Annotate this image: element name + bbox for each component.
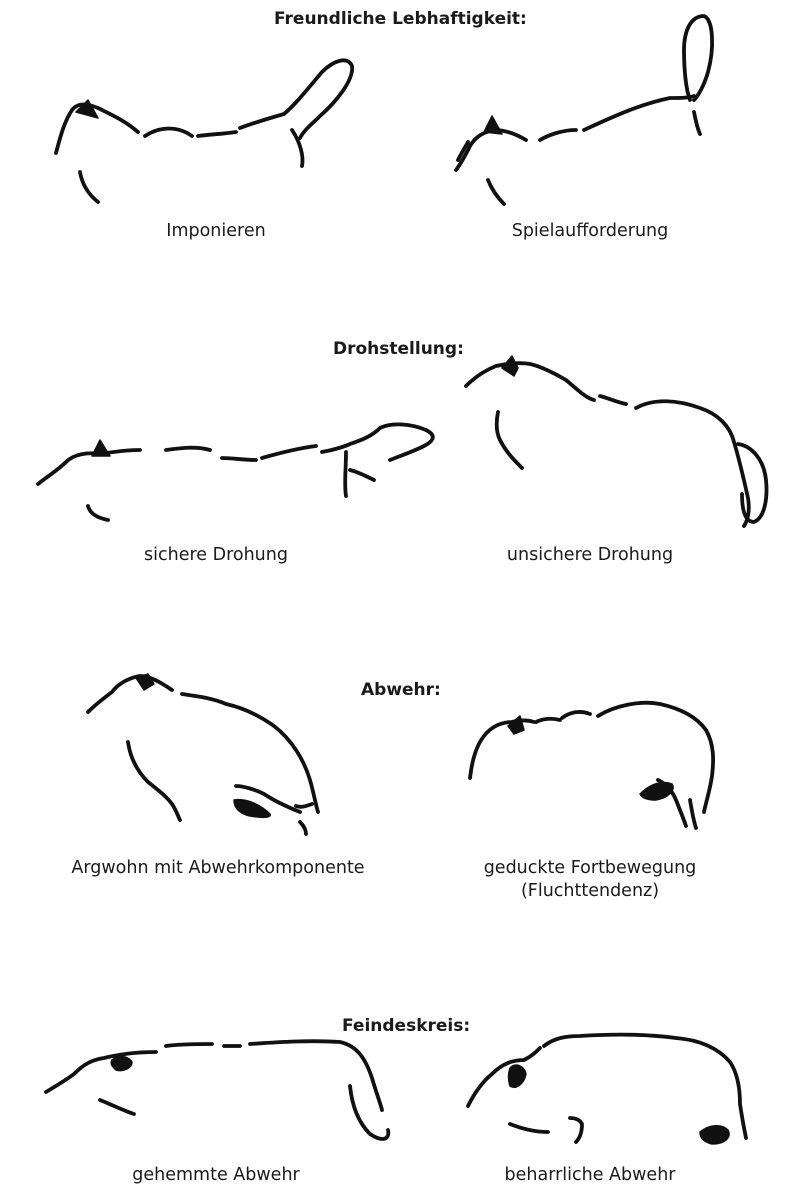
caption-imponieren: Imponieren bbox=[166, 221, 266, 241]
caption-gehemmte-abwehr: gehemmte Abwehr bbox=[132, 1165, 300, 1185]
section-heading-enemy-circle: Feindeskreis: bbox=[342, 1016, 471, 1036]
caption-beharrliche-abwehr: beharrliche Abwehr bbox=[504, 1165, 676, 1185]
section-heading-friendly-liveliness: Freundliche Lebhaftigkeit: bbox=[274, 9, 527, 29]
caption-unsichere-drohung: unsichere Drohung bbox=[506, 545, 674, 565]
caption-geduckte-fortbewegung-line1: geduckte Fortbewegung bbox=[483, 858, 697, 878]
caption-argwohn: Argwohn mit Abwehrkomponente bbox=[71, 858, 365, 878]
caption-geduckte-fortbewegung-line2: (Fluchttendenz) bbox=[520, 881, 660, 901]
section-heading-defense: Abwehr: bbox=[361, 680, 441, 700]
caption-sichere-drohung: sichere Drohung bbox=[144, 545, 288, 565]
caption-spielaufforderung: Spielaufforderung bbox=[511, 221, 669, 241]
section-heading-threat-posture: Drohstellung: bbox=[333, 339, 464, 359]
caption-geduckte-fortbewegung: geduckte Fortbewegung (Fluchttendenz) bbox=[420, 857, 760, 903]
